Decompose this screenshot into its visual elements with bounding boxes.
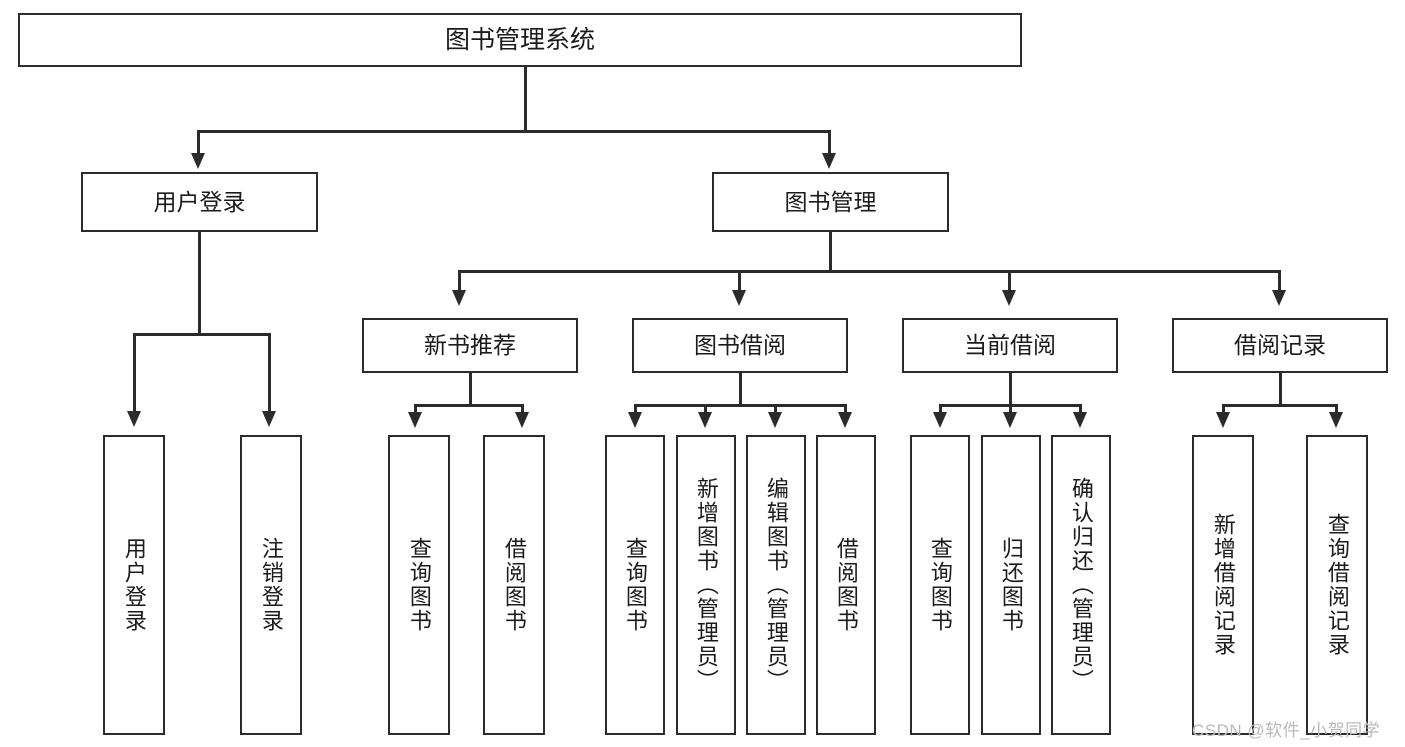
edge-bm-to-borrow-record: [1278, 270, 1281, 294]
arrow-to-br-leaf-2-icon: [1329, 412, 1343, 428]
edge-br-stem: [1279, 373, 1282, 406]
arrow-to-book-borrow-icon: [732, 290, 746, 306]
node-label: 用户登录: [121, 537, 147, 633]
edge-cb-to-leaf-3: [1079, 404, 1082, 418]
arrow-to-nbr-leaf-1-icon: [408, 412, 422, 428]
node-label: 用户登录: [153, 188, 246, 215]
edge-br-to-leaf-1: [1222, 404, 1225, 418]
edge-root-bar: [197, 130, 830, 133]
leaf-logout[interactable]: 注销登录: [240, 435, 302, 735]
node-label: 借阅图书: [501, 537, 527, 633]
node-label: 归还图书: [998, 537, 1024, 633]
node-label: 图书管理: [784, 188, 877, 215]
node-label: 编辑图书（管理员）: [763, 477, 789, 693]
leaf-user-login[interactable]: 用户登录: [103, 435, 165, 735]
edge-bb-to-leaf-4: [844, 404, 847, 418]
edge-user-login-bar: [133, 333, 271, 336]
arrow-to-leaf-user-login-icon: [127, 411, 141, 427]
edge-nbr-to-leaf-2: [521, 404, 524, 418]
edge-user-login-stem: [198, 232, 201, 333]
edge-bb-bar: [634, 404, 846, 407]
node-label: 新书推荐: [424, 332, 516, 359]
leaf-bb-borrow-books[interactable]: 借阅图书: [816, 435, 876, 735]
arrow-to-nbr-leaf-2-icon: [515, 412, 529, 428]
edge-user-login-to-leaf-1: [133, 333, 136, 417]
node-label: 确认归还（管理员）: [1068, 477, 1094, 693]
arrow-to-borrow-record-icon: [1272, 290, 1286, 306]
arrow-to-bb-leaf-3-icon: [768, 412, 782, 428]
edge-user-login-to-leaf-2: [268, 333, 271, 417]
edge-root-to-user-login: [197, 130, 200, 158]
node-book-management[interactable]: 图书管理: [712, 172, 949, 232]
node-label: 借阅记录: [1234, 332, 1326, 359]
edge-bb-to-leaf-1: [634, 404, 637, 418]
leaf-cb-confirm-return-admin[interactable]: 确认归还（管理员）: [1051, 435, 1111, 735]
node-root-book-management-system[interactable]: 图书管理系统: [18, 13, 1022, 67]
leaf-br-query-record[interactable]: 查询借阅记录: [1306, 435, 1368, 735]
arrow-to-bb-leaf-4-icon: [838, 412, 852, 428]
arrow-to-current-borrow-icon: [1002, 290, 1016, 306]
edge-bm-to-current-borrow: [1008, 270, 1011, 294]
arrow-to-cb-leaf-1-icon: [933, 412, 947, 428]
node-label: 借阅图书: [833, 537, 859, 633]
edge-bb-to-leaf-3: [774, 404, 777, 418]
edge-bm-to-book-borrow: [738, 270, 741, 294]
node-label: 图书管理系统: [444, 25, 595, 54]
node-label: 注销登录: [258, 537, 284, 633]
node-borrow-record[interactable]: 借阅记录: [1172, 318, 1388, 373]
node-user-login[interactable]: 用户登录: [81, 172, 318, 232]
csdn-watermark: CSDN @软件_小贺同学: [1192, 721, 1381, 740]
leaf-br-add-record[interactable]: 新增借阅记录: [1192, 435, 1254, 735]
node-label: 当前借阅: [964, 332, 1056, 359]
edge-book-management-bar: [458, 270, 1281, 273]
node-new-book-recommend[interactable]: 新书推荐: [362, 318, 578, 373]
arrow-to-bb-leaf-1-icon: [628, 412, 642, 428]
leaf-bb-query-books[interactable]: 查询图书: [605, 435, 665, 735]
arrow-to-new-book-recommend-icon: [452, 290, 466, 306]
edge-nbr-to-leaf-1: [414, 404, 417, 418]
node-book-borrow[interactable]: 图书借阅: [632, 318, 848, 373]
node-label: 查询图书: [927, 537, 953, 633]
edge-book-management-stem: [829, 232, 832, 272]
edge-br-to-leaf-2: [1335, 404, 1338, 418]
arrow-to-user-login-icon: [191, 153, 205, 169]
edge-cb-to-leaf-2: [1009, 404, 1012, 418]
node-current-borrow[interactable]: 当前借阅: [902, 318, 1118, 373]
edge-bm-to-new-book: [458, 270, 461, 294]
edge-cb-to-leaf-1: [939, 404, 942, 418]
leaf-nbr-borrow-books[interactable]: 借阅图书: [483, 435, 545, 735]
leaf-nbr-query-books[interactable]: 查询图书: [388, 435, 450, 735]
arrow-to-cb-leaf-2-icon: [1003, 412, 1017, 428]
edge-cb-stem: [1009, 373, 1012, 406]
edge-bb-to-leaf-2: [704, 404, 707, 418]
leaf-bb-add-book-admin[interactable]: 新增图书（管理员）: [676, 435, 736, 735]
arrow-to-leaf-logout-icon: [262, 411, 276, 427]
arrow-to-bb-leaf-2-icon: [698, 412, 712, 428]
arrow-to-br-leaf-1-icon: [1216, 412, 1230, 428]
arrow-to-cb-leaf-3-icon: [1073, 412, 1087, 428]
node-label: 查询图书: [406, 537, 432, 633]
leaf-cb-return-books[interactable]: 归还图书: [981, 435, 1041, 735]
edge-nbr-stem: [469, 373, 472, 406]
leaf-cb-query-books[interactable]: 查询图书: [910, 435, 970, 735]
node-label: 图书借阅: [694, 332, 786, 359]
edge-root-stem: [524, 67, 527, 130]
node-label: 新增图书（管理员）: [693, 477, 719, 693]
node-label: 查询图书: [622, 537, 648, 633]
arrow-to-book-management-icon: [822, 153, 836, 169]
node-label: 查询借阅记录: [1324, 513, 1350, 657]
leaf-bb-edit-book-admin[interactable]: 编辑图书（管理员）: [746, 435, 806, 735]
edge-bb-stem: [739, 373, 742, 406]
edge-br-bar: [1222, 404, 1338, 407]
edge-nbr-bar: [414, 404, 524, 407]
edge-root-to-book-management: [828, 130, 831, 158]
node-label: 新增借阅记录: [1210, 513, 1236, 657]
